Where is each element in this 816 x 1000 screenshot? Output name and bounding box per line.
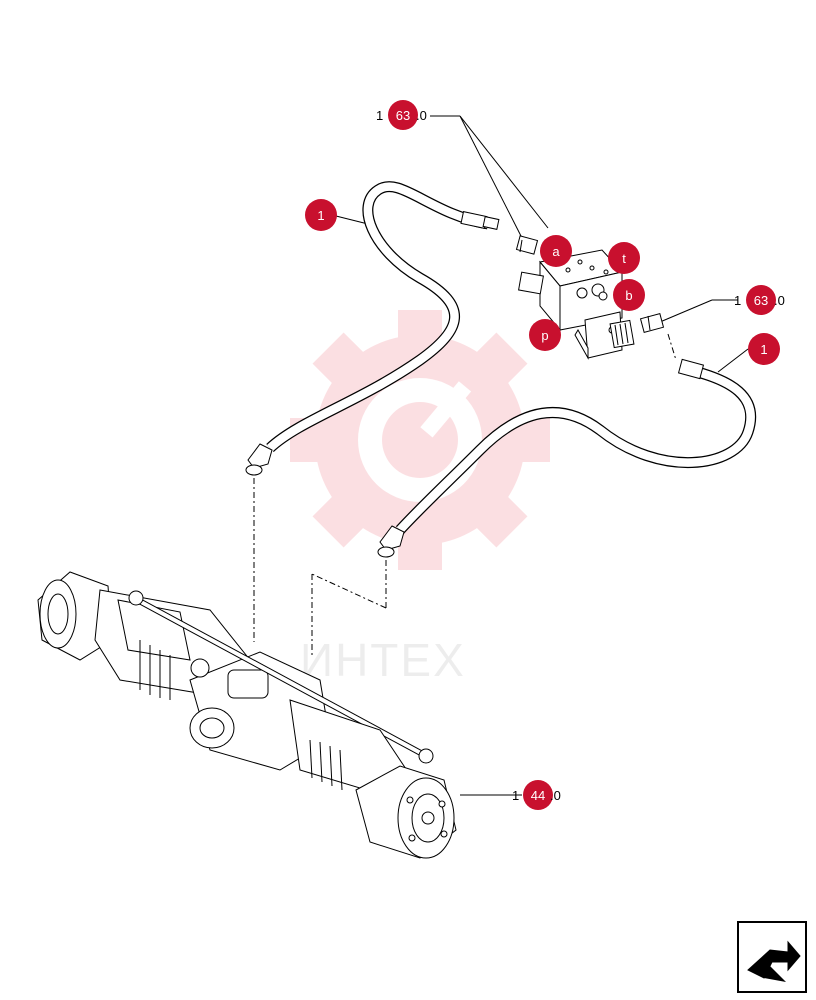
ref-callout-top[interactable]: 1 63 .0 [376, 100, 427, 130]
callout-port-b[interactable]: b [613, 279, 645, 311]
svg-text:1: 1 [512, 788, 519, 803]
svg-text:t: t [622, 251, 626, 266]
ref-callout-axle[interactable]: 1 44 .0 [512, 780, 561, 810]
callout-hose-left[interactable]: 1 [305, 199, 337, 231]
hose-left [245, 181, 500, 476]
dashed-connection-lines [253, 333, 677, 656]
svg-text:1: 1 [317, 208, 324, 223]
svg-text:.0: .0 [416, 108, 427, 123]
svg-text:a: a [552, 244, 560, 259]
svg-text:63: 63 [754, 293, 768, 308]
fitting-top [515, 235, 539, 255]
callout-port-p[interactable]: p [529, 319, 561, 351]
watermark-text: ИНТЕХ [300, 634, 466, 686]
svg-text:b: b [625, 288, 632, 303]
callout-port-t[interactable]: t [608, 242, 640, 274]
fitting-right [639, 313, 665, 333]
svg-text:63: 63 [396, 108, 410, 123]
next-page-arrow-icon[interactable] [737, 921, 807, 993]
svg-text:1: 1 [760, 342, 767, 357]
valve-block [518, 249, 635, 360]
svg-text:.0: .0 [774, 293, 785, 308]
svg-text:1: 1 [376, 108, 383, 123]
callout-port-a[interactable]: a [540, 235, 572, 267]
svg-text:44: 44 [531, 788, 545, 803]
front-axle-assembly [37, 571, 457, 859]
callout-hose-right[interactable]: 1 [748, 333, 780, 365]
svg-text:p: p [541, 328, 548, 343]
hose-right [377, 358, 757, 558]
svg-text:.0: .0 [550, 788, 561, 803]
svg-text:1: 1 [734, 293, 741, 308]
ref-callout-right[interactable]: 1 63 .0 [734, 285, 785, 315]
